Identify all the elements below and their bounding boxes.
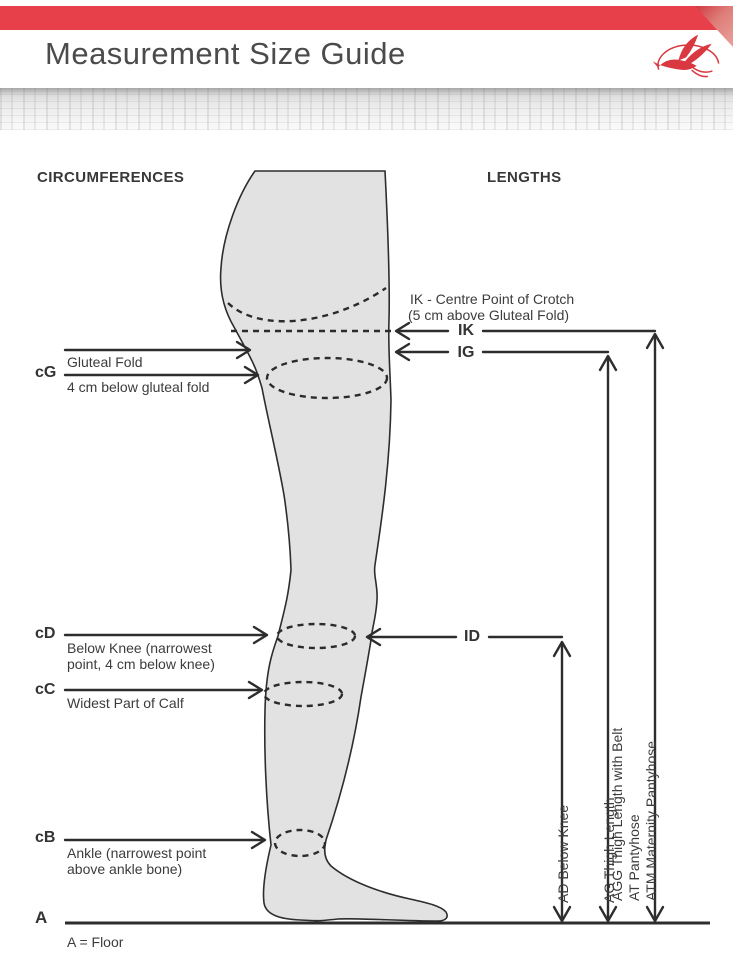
calf-arrow [63, 680, 264, 700]
ankle-circumference-ellipse [273, 828, 327, 858]
ik-code-label: IK [458, 322, 474, 339]
ad-below-knee-label: AD Below Knee [555, 804, 571, 903]
calf-circumference-ellipse [262, 680, 344, 708]
lengths-heading: LENGTHS [487, 169, 562, 186]
below-knee-circumference-ellipse [275, 622, 357, 650]
ag-thigh-length-measure-line [598, 354, 618, 923]
leg-silhouette [219, 170, 448, 922]
cb-code-label: cB [35, 829, 56, 846]
gluteal-fold-arrow [63, 340, 252, 360]
thigh-circumference-ellipse [265, 356, 389, 400]
cc-code-label: cC [35, 681, 56, 698]
floor-label: A = Floor [67, 934, 124, 950]
crotch-note-line2: (5 cm above Gluteal Fold) [408, 307, 570, 323]
crotch-note-line1: IK - Centre Point of Crotch [410, 291, 575, 307]
at-pantyhose-label: AT Pantyhose [626, 814, 642, 901]
ankle-arrow [63, 830, 267, 850]
below-gluteal-arrow [63, 365, 260, 385]
agg-length-measure-line [645, 332, 665, 923]
below-gluteal-label: 4 cm below gluteal fold [67, 379, 210, 395]
ad-below-knee-measure-line [552, 640, 572, 923]
below-knee-label-line2: point, 4 cm below knee) [67, 656, 215, 672]
red-crane-bird-logo-icon [652, 34, 720, 78]
widest-calf-label: Widest Part of Calf [67, 695, 184, 711]
ik-arrow [394, 321, 657, 341]
atm-maternity-pantyhose-label: ATM Maternity Pantyhose [643, 740, 659, 901]
gluteal-crease-dashed-arc [227, 287, 387, 323]
id-code-label: ID [464, 628, 480, 645]
id-arrow [365, 627, 564, 647]
header-accent-bar [0, 6, 733, 30]
circumferences-heading: CIRCUMFERENCES [37, 169, 185, 186]
agg-length-label-group: AGG Thigh Length with Belt AT Pantyhose … [609, 728, 660, 901]
ig-arrow [394, 342, 610, 362]
texture-band-decoration [0, 88, 733, 130]
agg-thigh-belt-label: AGG Thigh Length with Belt [609, 727, 625, 901]
cd-code-label: cD [35, 625, 56, 642]
below-knee-label-line1: Below Knee (narrowest [67, 640, 212, 656]
page-title: Measurement Size Guide [45, 36, 406, 71]
below-knee-arrow [63, 625, 269, 645]
gluteal-fold-label: Gluteal Fold [67, 354, 143, 370]
cg-code-label: cG [35, 364, 57, 381]
ig-code-label: IG [457, 344, 475, 361]
a-code-label: A [35, 908, 48, 927]
ankle-label-line1: Ankle (narrowest point [67, 845, 207, 861]
ankle-label-line2: above ankle bone) [67, 861, 183, 877]
